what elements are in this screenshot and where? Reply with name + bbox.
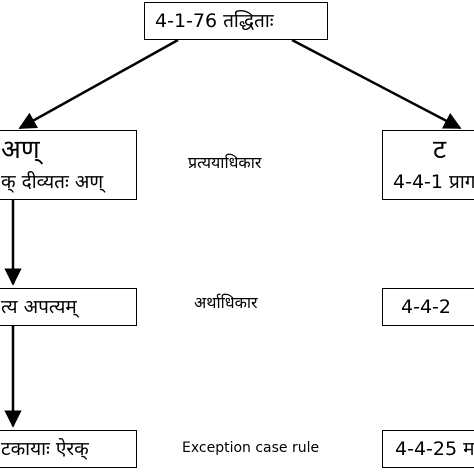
left-top-box: अण् क् दीव्यतः अण् [0, 130, 137, 200]
root-label: 4-1-76 तद्धिताः [155, 10, 274, 32]
arrow-root-to-left [18, 38, 179, 130]
right-top-title: ट [433, 135, 447, 165]
left-bottom-box: टकायाः ऐरक् [0, 430, 137, 468]
level-label-exception: Exception case rule [182, 440, 320, 456]
arrow-root-to-right [291, 38, 462, 130]
root-box: 4-1-76 तद्धिताः [144, 2, 328, 40]
right-middle-text: 4-4-2 [401, 296, 451, 318]
left-middle-text: त्य अपत्यम् [1, 296, 77, 318]
left-bottom-text: टकायाः ऐरक् [1, 438, 89, 460]
level-label-pratyaya: प्रत्ययाधिकार [188, 153, 262, 172]
right-top-box: ट 4-4-1 प्राग [382, 130, 474, 200]
right-middle-box: 4-4-2 [382, 288, 474, 326]
level-label-artha: अर्थाधिकार [194, 293, 258, 312]
left-top-rule: क् दीव्यतः अण् [1, 171, 104, 193]
right-bottom-text: 4-4-25 म [395, 438, 474, 460]
right-bottom-box: 4-4-25 म [382, 430, 474, 468]
right-top-rule: 4-4-1 प्राग [393, 171, 474, 193]
left-middle-box: त्य अपत्यम् [0, 288, 137, 326]
left-top-title: अण् [1, 135, 40, 165]
